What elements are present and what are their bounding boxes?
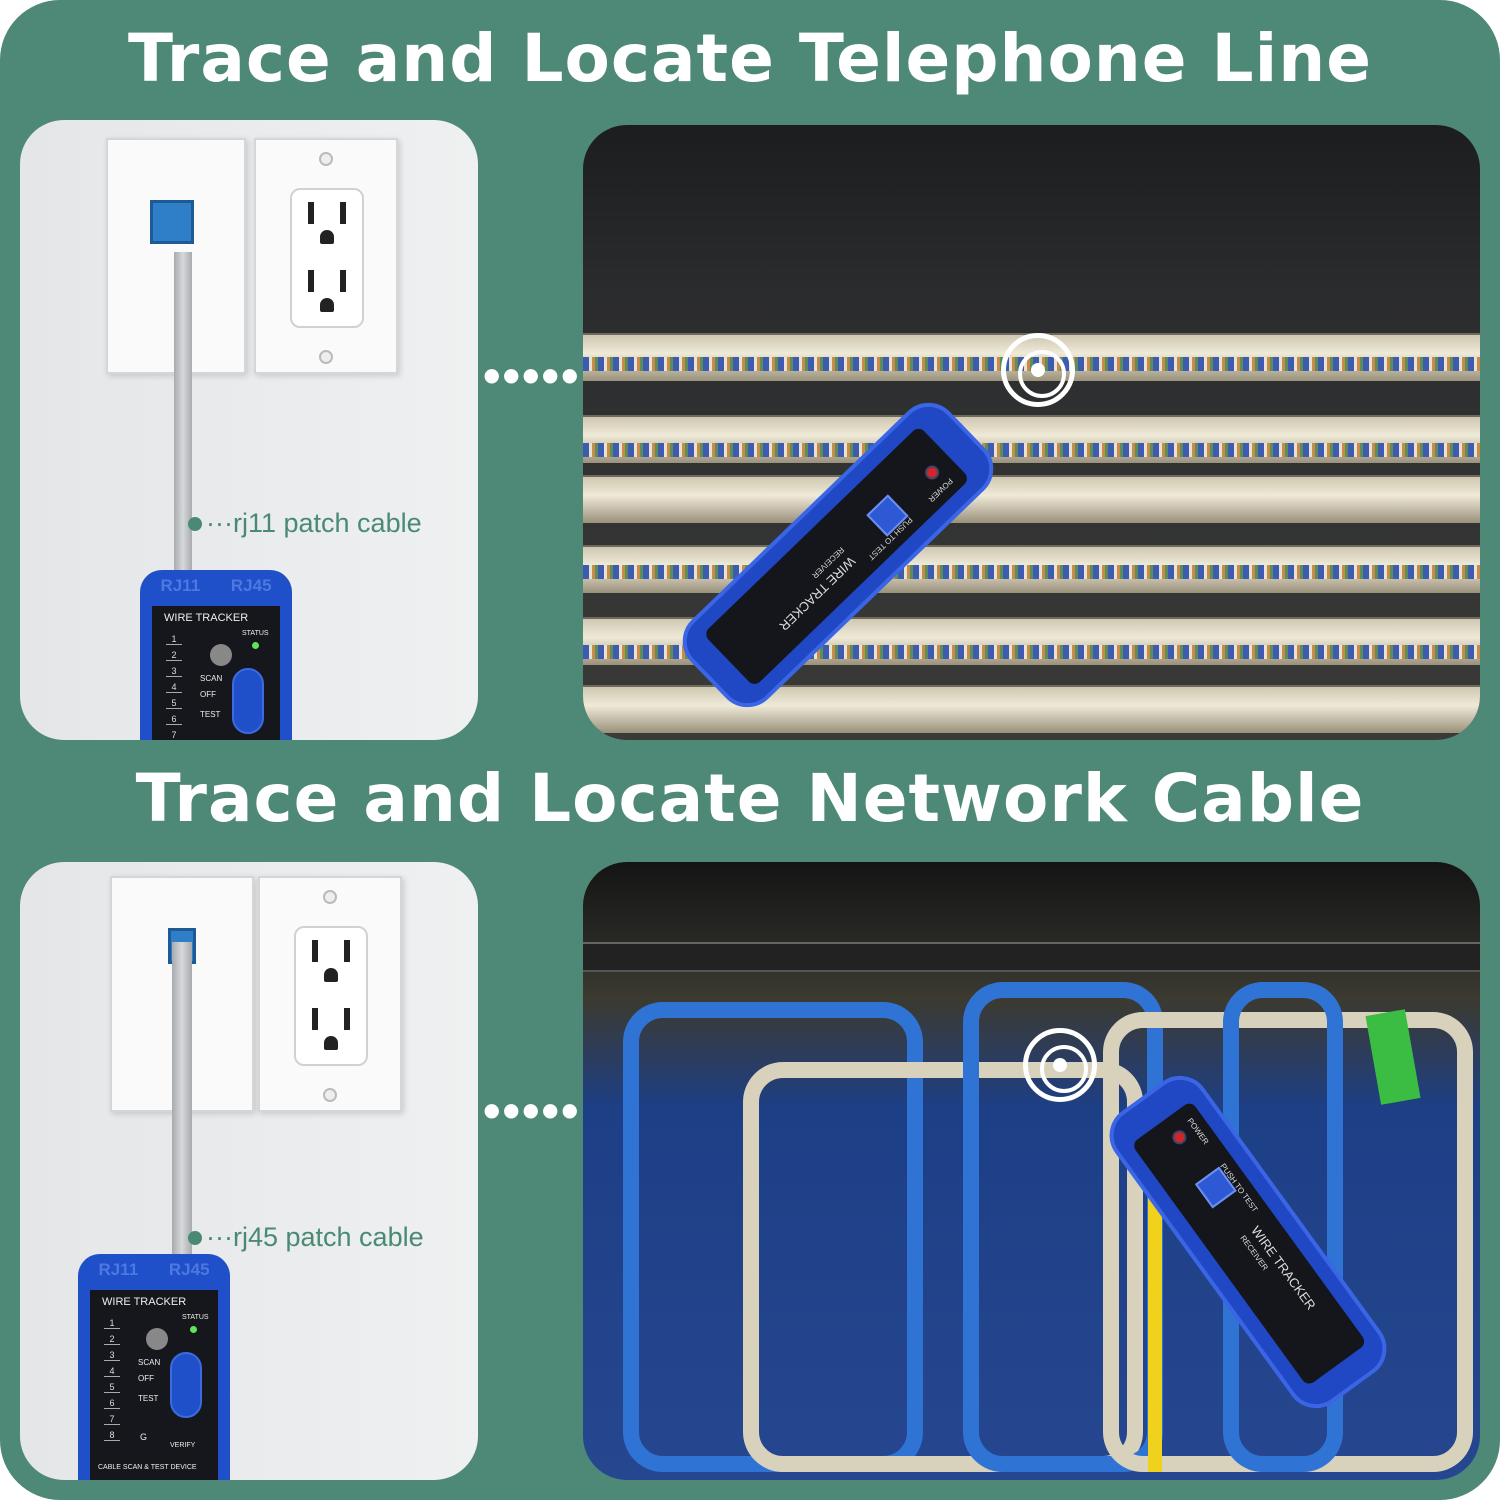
rj11-jack: [150, 200, 194, 244]
mode-switch[interactable]: [232, 668, 264, 734]
device-footer-label: CABLE SCAN & TEST DEVICE: [98, 1464, 197, 1471]
off-label: OFF: [200, 690, 216, 699]
power-outlet-plate: [254, 138, 398, 374]
test-button[interactable]: [146, 1328, 168, 1350]
signal-rings-icon: [1001, 333, 1075, 407]
callout-rj11: ···rj11 patch cable: [188, 508, 422, 539]
scan-label: SCAN: [200, 674, 223, 683]
test-button[interactable]: [210, 644, 232, 666]
wire-number-label: 2: [166, 650, 182, 661]
rj11-patch-cable: [174, 252, 192, 572]
power-outlet-plate: [258, 876, 402, 1112]
callout-label: rj11 patch cable: [232, 508, 422, 538]
brand-label: WIRE TRACKER: [164, 612, 249, 624]
callout-rj45: ···rj45 patch cable: [188, 1222, 424, 1253]
wire-number-label: 6: [104, 1398, 120, 1409]
rj45-patch-cable: [172, 942, 192, 1262]
wall-plate-panel-rj45: ···rj45 patch cable RJ11 RJ45 WIRE TRACK…: [20, 862, 478, 1480]
screw-icon: [319, 152, 333, 166]
wire-number-label: 4: [104, 1366, 120, 1377]
status-led: [190, 1326, 197, 1333]
power-label: POWER: [1185, 1116, 1211, 1147]
test-label: TEST: [200, 710, 221, 719]
connector-dots: •••••: [483, 1083, 581, 1139]
screw-icon: [323, 890, 337, 904]
status-label: STATUS: [182, 1314, 209, 1321]
wire-number-label: 3: [104, 1350, 120, 1361]
wire-number-label: 7: [104, 1414, 120, 1425]
power-outlet: [294, 926, 368, 1066]
off-label: OFF: [138, 1374, 154, 1383]
switch-port-row: [583, 942, 1480, 972]
status-label: STATUS: [242, 630, 269, 637]
wire-number-label: 6: [166, 714, 182, 725]
wire-number-label: 1: [104, 1318, 120, 1329]
screw-icon: [319, 350, 333, 364]
power-led: [1169, 1127, 1190, 1148]
test-label: TEST: [138, 1394, 159, 1403]
brand-label: WIRE TRACKER: [102, 1296, 187, 1308]
screw-icon: [323, 1088, 337, 1102]
section-title-network: Trace and Locate Network Cable: [135, 760, 1365, 837]
power-outlet: [290, 188, 364, 328]
verify-label: VERIFY: [170, 1442, 196, 1449]
transmitter-device: RJ11 RJ45 WIRE TRACKER STATUS SCAN OFF T…: [78, 1254, 230, 1480]
wire-number-label: 5: [166, 698, 182, 709]
mode-switch[interactable]: [170, 1352, 202, 1418]
wire-number-label: 8: [104, 1430, 120, 1441]
scan-label: SCAN: [138, 1358, 161, 1367]
signal-rings-icon: [1023, 1028, 1097, 1102]
callout-label: rj45 patch cable: [232, 1222, 424, 1252]
wire-number-label: 1: [166, 634, 182, 645]
connector-dots: •••••: [483, 348, 581, 404]
power-label: POWER: [926, 476, 955, 504]
power-led: [922, 462, 942, 483]
wire-number-label: 7: [166, 730, 182, 740]
yellow-patch-cable: [1148, 1162, 1162, 1472]
patch-cable: [1223, 982, 1343, 1472]
port-labels: RJ11 RJ45: [160, 576, 272, 595]
section-title-telephone: Trace and Locate Telephone Line: [128, 20, 1372, 97]
transmitter-device: RJ11 RJ45 WIRE TRACKER STATUS SCAN OFF T…: [140, 570, 292, 740]
port-labels: RJ11 RJ45: [98, 1260, 210, 1279]
wire-number-label: 3: [166, 666, 182, 677]
wire-number-label: 5: [104, 1382, 120, 1393]
photo-telephone-patch-panel: POWER PUSH TO TEST WIRE TRACKER RECEIVER: [583, 125, 1480, 740]
wall-plate-panel-rj11: ···rj11 patch cable RJ11 RJ45 WIRE TRACK…: [20, 120, 478, 740]
wire-number-label: 2: [104, 1334, 120, 1345]
photo-network-switch: POWER PUSH TO TEST WIRE TRACKER RECEIVER: [583, 862, 1480, 1480]
wire-number-label: 4: [166, 682, 182, 693]
status-led: [252, 642, 259, 649]
ground-label: G: [140, 1432, 148, 1442]
